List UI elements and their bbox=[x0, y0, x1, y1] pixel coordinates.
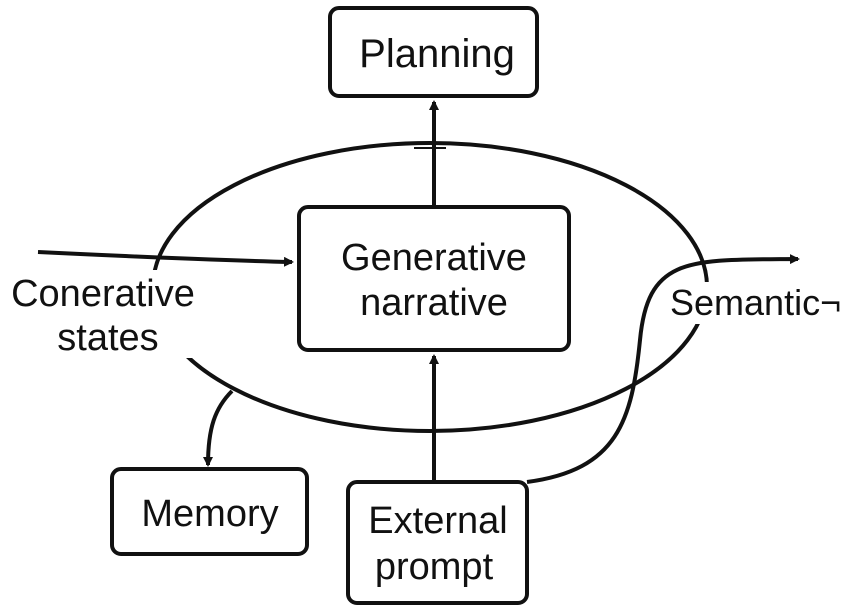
generative-narrative-label-line2: narrative bbox=[360, 282, 508, 324]
planning-label: Planning bbox=[359, 32, 515, 76]
external-prompt-label-line1: External bbox=[368, 500, 507, 542]
semantic-label-bg bbox=[666, 282, 850, 324]
arrow-ellipse-to-memory bbox=[203, 389, 234, 467]
external-prompt-label-line2: prompt bbox=[375, 546, 494, 588]
arrow-prompt-to-semantic bbox=[526, 254, 800, 484]
external-prompt-box bbox=[346, 480, 529, 605]
memory-label: Memory bbox=[141, 493, 278, 535]
arrow-states-to-narrative bbox=[37, 250, 294, 267]
generative-narrative-label-line1: Generative bbox=[341, 237, 527, 279]
conerative-states-label-line1: Conerative bbox=[11, 273, 195, 315]
conerative-states-label-line2: states bbox=[57, 317, 158, 359]
memory-box bbox=[110, 467, 309, 556]
conerative-states-label-bg bbox=[4, 270, 200, 358]
planning-box bbox=[328, 6, 539, 98]
semantic-label: Semantic¬ bbox=[670, 282, 841, 323]
